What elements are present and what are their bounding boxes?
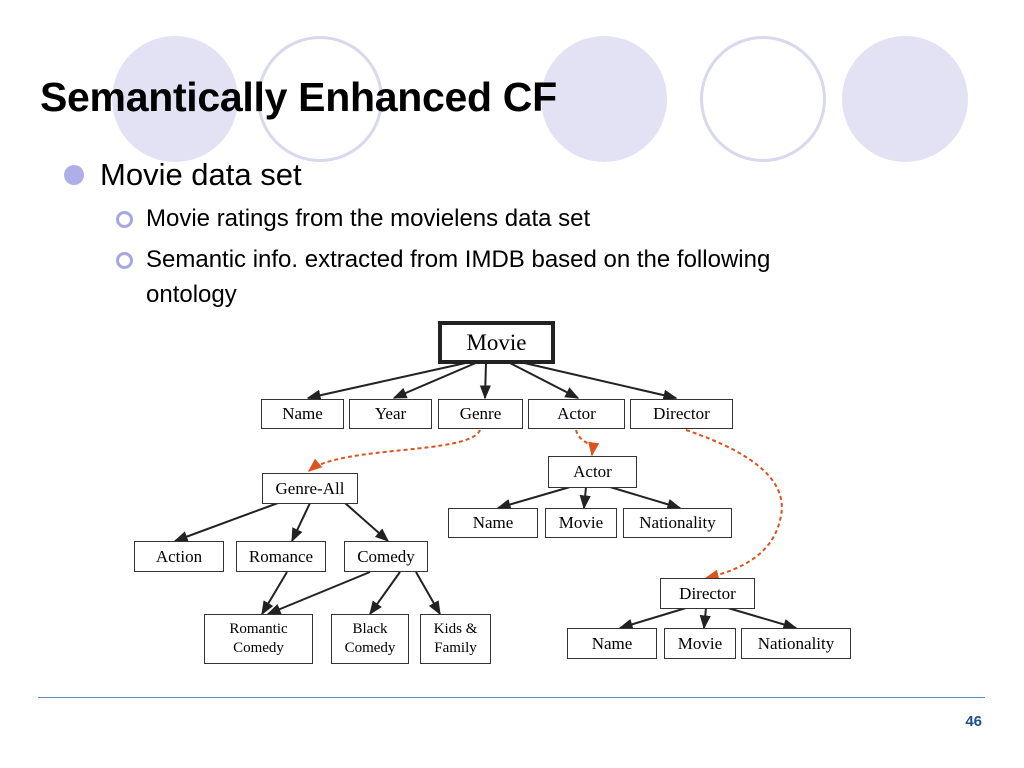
edge-actor-movie bbox=[579, 486, 591, 510]
node-director-nationality: Nationality bbox=[741, 628, 851, 659]
edge-movie-actor bbox=[507, 361, 580, 399]
node-actor-nationality: Nationality bbox=[623, 508, 732, 538]
node-actor-name: Name bbox=[448, 508, 538, 538]
kids-family-line2: Family bbox=[434, 640, 477, 656]
edge-director-name bbox=[618, 607, 687, 630]
edge-movie-genre bbox=[479, 361, 491, 400]
edge-genreall-action bbox=[173, 502, 279, 542]
node-romance: Romance bbox=[236, 541, 326, 572]
black-comedy-line2: Comedy bbox=[344, 640, 396, 656]
edge-genreall-comedy bbox=[344, 502, 390, 542]
sub-bullet-ring-icon bbox=[116, 252, 133, 269]
page-number: 46 bbox=[965, 713, 982, 730]
edge-director-nationality bbox=[727, 607, 798, 630]
link-director-director bbox=[685, 429, 783, 581]
edge-movie-director bbox=[519, 361, 678, 401]
bullet-dot-icon bbox=[64, 165, 84, 185]
decor-circle bbox=[112, 36, 238, 162]
edge-actor-nationality bbox=[609, 486, 682, 510]
node-kids-family: Kids & Family bbox=[420, 614, 491, 664]
edge-movie-name bbox=[306, 361, 471, 401]
edge-director-movie bbox=[699, 607, 711, 630]
romantic-comedy-line1: Romantic bbox=[229, 621, 288, 637]
footer-divider bbox=[38, 697, 985, 698]
edge-comedy-black bbox=[369, 571, 401, 616]
link-genre-genreall bbox=[307, 429, 481, 472]
sub-bullet-semantic-line2: ontology bbox=[146, 281, 237, 308]
node-director-name: Name bbox=[567, 628, 657, 659]
node-director: Director bbox=[660, 578, 755, 609]
node-attr-director: Director bbox=[630, 399, 733, 429]
romantic-comedy-line2: Comedy bbox=[233, 640, 284, 656]
decor-ring bbox=[700, 36, 826, 162]
node-comedy: Comedy bbox=[344, 541, 428, 572]
node-romantic-comedy: Romantic Comedy bbox=[204, 614, 313, 664]
slide-title: Semantically Enhanced CF bbox=[40, 74, 557, 120]
edge-comedy-romantic bbox=[266, 571, 371, 615]
node-director-movie: Movie bbox=[664, 628, 736, 659]
node-actor: Actor bbox=[548, 456, 637, 488]
decor-ring bbox=[257, 36, 383, 162]
node-attr-year: Year bbox=[349, 399, 432, 429]
node-genre-all: Genre-All bbox=[262, 473, 358, 504]
node-action: Action bbox=[134, 541, 224, 572]
node-actor-movie: Movie bbox=[545, 508, 617, 538]
edge-actor-name bbox=[496, 486, 571, 510]
black-comedy-line1: Black bbox=[352, 621, 388, 637]
link-actor-actor bbox=[575, 429, 600, 457]
node-black-comedy: Black Comedy bbox=[331, 614, 409, 664]
node-attr-name: Name bbox=[261, 399, 344, 429]
node-attr-genre: Genre bbox=[438, 399, 523, 429]
sub-bullet-ratings: Movie ratings from the movielens data se… bbox=[146, 205, 591, 232]
edge-movie-year bbox=[392, 361, 479, 399]
edge-genreall-romance bbox=[291, 502, 311, 543]
kids-family-line1: Kids & bbox=[433, 621, 478, 637]
sub-bullet-semantic-line1: Semantic info. extracted from IMDB based… bbox=[146, 246, 771, 273]
decor-circle bbox=[842, 36, 968, 162]
node-attr-actor: Actor bbox=[528, 399, 625, 429]
node-movie: Movie bbox=[438, 321, 555, 364]
edge-romance-romantic bbox=[261, 571, 288, 616]
bullet-movie-data-set: Movie data set bbox=[100, 157, 302, 192]
edge-comedy-kids bbox=[415, 571, 441, 616]
sub-bullet-ring-icon bbox=[116, 211, 133, 228]
decor-circle bbox=[541, 36, 667, 162]
